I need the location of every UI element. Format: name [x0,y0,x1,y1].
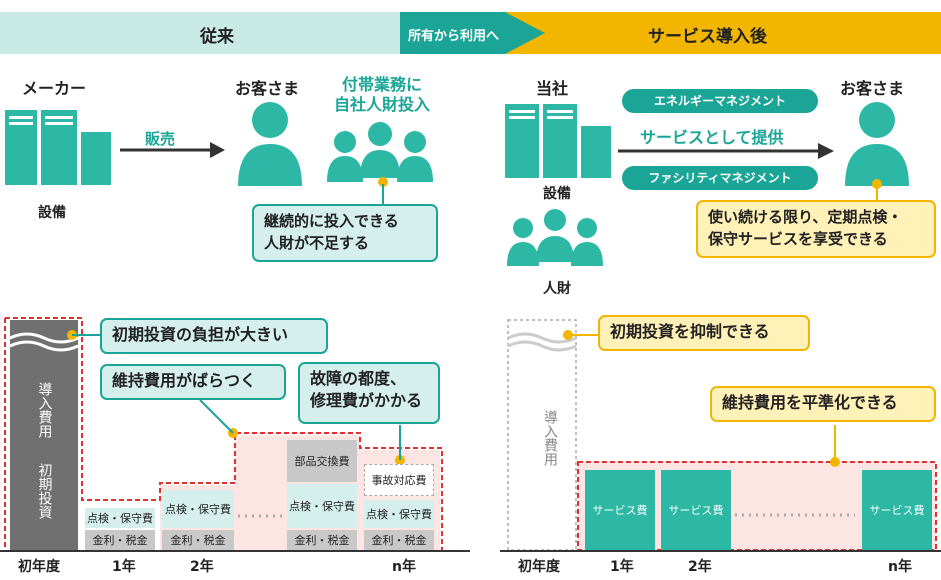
customer-person-icon [238,102,302,186]
left-x-label-1: 1年 [112,559,136,575]
yn1-tax: 金利・税金 [287,530,357,550]
company-staff-label: 人財 [543,281,571,297]
benefit-line1: 使い続ける限り、定期点検・ [708,208,903,226]
company-equipment-label: 設備 [543,186,571,202]
right-x-label-0: 初年度 [518,559,560,575]
benefit-connector [872,179,882,202]
company-staff-icon [507,209,603,266]
right-x-label-3: n年 [888,559,912,575]
customer-label-right: お客さま [840,79,905,98]
sales-label: 販売 [145,130,176,148]
y1-inspection: 点検・保守費 [85,508,155,528]
repair-line1: 故障の都度、 [310,369,407,388]
staff-title: 付帯業務に 自社人財投入 [332,75,432,115]
equipment-icon [5,110,111,185]
right-initial-bar-label: 導入費用 [542,410,558,466]
service-fee-yn: サービス費 [862,470,932,550]
right-x-label-2: 2年 [688,559,712,575]
initial-bar-label: 導入費用 初期投資 [10,370,78,526]
yn-inspection: 点検・保守費 [364,500,434,528]
staff-connector [378,177,388,206]
facility-management-pill: ファシリティマネジメント [622,166,818,190]
staff-title-line2: 自社人財投入 [333,95,430,114]
problem-line1: 継続的に投入できる [264,212,399,230]
staff-title-line1: 付帯業務に [341,75,422,94]
equipment-label: 設備 [38,205,66,221]
sales-arrow-icon [120,142,225,158]
left-x-label-2: 2年 [190,559,214,575]
initial-bar-label-2: 初期投資 [36,463,53,519]
left-callout-initial: 初期投資の負担が大きい [100,318,328,354]
staff-group-icon [327,122,433,182]
company-label: 当社 [536,79,569,98]
company-equipment-icon [505,104,611,178]
service-provision-label: サービスとして提供 [640,128,784,147]
problem-line2: 人財が不足する [264,234,370,252]
right-callout-maintenance: 維持費用を平準化できる [710,386,936,422]
service-fee-y1: サービス費 [585,470,655,550]
header-band [0,12,941,54]
y2-tax: 金利・税金 [162,530,234,550]
y2-inspection: 点検・保守費 [162,490,234,528]
energy-management-pill: エネルギーマネジメント [622,89,818,113]
header-after: サービス導入後 [648,27,767,47]
left-x-label-3: n年 [392,559,416,575]
yn1-inspection: 点検・保守費 [287,484,357,528]
initial-bar-label-1: 導入費用 [36,382,53,438]
header-before: 従来 [200,27,234,47]
yn-accident: 事故対応費 [364,464,434,496]
service-arrow-icon [618,143,834,159]
left-callout-repair: 故障の都度、 修理費がかかる [298,362,440,424]
yn1-parts: 部品交換費 [287,440,357,482]
right-callout-initial: 初期投資を抑制できる [598,315,810,351]
repair-line2: 修理費がかかる [310,391,423,410]
customer-label-left: お客さま [235,79,300,98]
header-transition: 所有から利用へ [408,29,500,44]
y1-tax: 金利・税金 [85,530,155,550]
maker-label: メーカー [22,79,87,98]
right-x-label-1: 1年 [610,559,634,575]
yn-tax: 金利・税金 [364,530,434,550]
left-callout-maintenance: 維持費用がばらつく [100,364,286,400]
left-x-label-0: 初年度 [18,559,60,575]
benefit-callout: 使い続ける限り、定期点検・ 保守サービスを享受できる [696,200,936,258]
service-fee-y2: サービス費 [661,470,731,550]
benefit-line2: 保守サービスを享受できる [708,230,888,248]
customer-right-person-icon [845,102,909,186]
problem-callout: 継続的に投入できる 人財が不足する [252,204,438,262]
